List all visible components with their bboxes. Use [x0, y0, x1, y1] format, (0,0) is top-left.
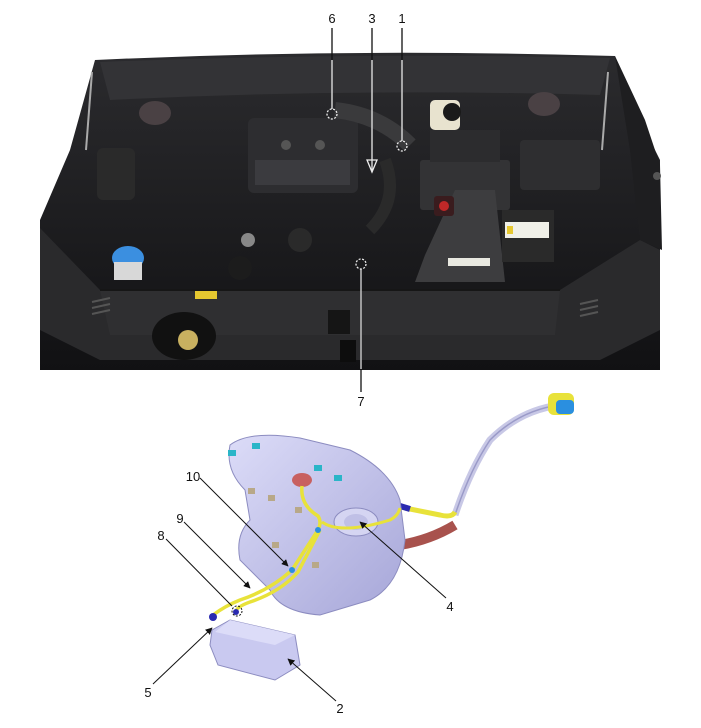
callout-6: 6 [328, 11, 336, 26]
engine-callout-leaders [326, 28, 408, 392]
callout-4: 4 [446, 599, 454, 614]
callout-10: 10 [185, 469, 201, 484]
callout-7: 7 [357, 394, 365, 409]
engine-bay-photo [40, 52, 662, 371]
callout-8: 8 [157, 528, 165, 543]
callout-1: 1 [398, 11, 406, 26]
tank-callout-leaders [152, 477, 447, 702]
fuel-tank-illustration [209, 393, 574, 681]
callout-5: 5 [144, 685, 152, 700]
callout-3: 3 [368, 11, 376, 26]
callout-2: 2 [336, 701, 344, 716]
callout-9: 9 [176, 511, 184, 526]
